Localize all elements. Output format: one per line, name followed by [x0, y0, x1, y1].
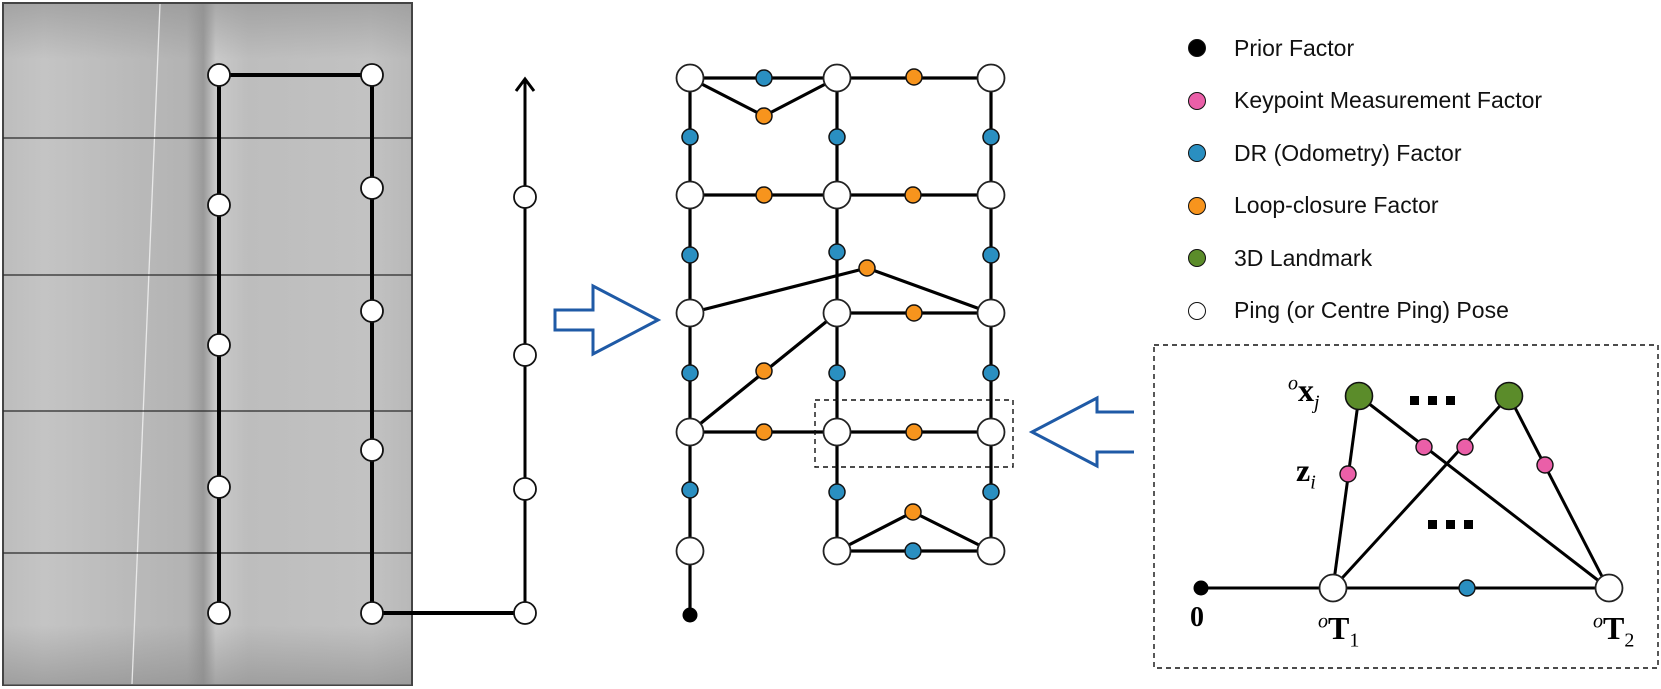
- legend-item-pose: Ping (or Centre Ping) Pose: [1188, 285, 1542, 338]
- legend-label: Ping (or Centre Ping) Pose: [1234, 297, 1509, 324]
- legend-label: DR (Odometry) Factor: [1234, 139, 1462, 166]
- pose2-label: oT2: [1593, 610, 1635, 652]
- zoom-inset: [1153, 344, 1659, 669]
- dr-factor: [1458, 579, 1476, 597]
- legend-item-prior: Prior Factor: [1188, 22, 1542, 75]
- keypoint-factors: [1339, 438, 1554, 483]
- factor-graph: [675, 63, 1014, 623]
- legend-item-dr: DR (Odometry) Factor: [1188, 127, 1542, 180]
- straight-trajectory-panel: [513, 76, 537, 625]
- legend: Prior Factor Keypoint Measurement Factor…: [1188, 22, 1542, 337]
- legend-label: Loop-closure Factor: [1234, 192, 1439, 219]
- loop-marker-icon: [1188, 196, 1206, 215]
- legend-item-landmark: 3D Landmark: [1188, 232, 1542, 285]
- landmarks: [1344, 381, 1524, 411]
- landmark-label: oxj: [1288, 372, 1320, 414]
- inset-prior-factor: [1193, 580, 1209, 596]
- dr-marker-icon: [1188, 144, 1206, 163]
- pose-nodes: [675, 63, 1006, 566]
- pose1-label: oT1: [1318, 610, 1360, 652]
- prior-factor: [682, 607, 698, 623]
- sonar-artifact-line: [131, 3, 161, 685]
- origin-label: 0: [1190, 602, 1204, 633]
- legend-label: Prior Factor: [1234, 34, 1355, 61]
- dr-factors: [681, 69, 1000, 560]
- inset-poses: [1318, 573, 1624, 603]
- legend-item-keypoint: Keypoint Measurement Factor: [1188, 75, 1542, 128]
- left-arrow-icon: [1028, 395, 1134, 469]
- direction-arrow-icon: [514, 76, 536, 92]
- pose-marker-icon: [1188, 301, 1206, 320]
- loop-closure-factors: [755, 68, 923, 521]
- landmark-marker-icon: [1188, 249, 1206, 268]
- zoom-selection-box: [814, 399, 1014, 468]
- ellipsis-marks: [1410, 396, 1473, 529]
- measurement-label: zi: [1296, 452, 1316, 494]
- right-arrow-icon: [553, 283, 662, 357]
- prior-marker-icon: [1188, 39, 1206, 58]
- legend-label: Keypoint Measurement Factor: [1234, 87, 1543, 114]
- sonar-panel: [2, 2, 522, 686]
- legend-label: 3D Landmark: [1234, 244, 1373, 271]
- swath-dividers: [3, 137, 412, 554]
- keypoint-marker-icon: [1188, 91, 1206, 110]
- ping-poses: [207, 63, 384, 625]
- legend-item-loop: Loop-closure Factor: [1188, 180, 1542, 233]
